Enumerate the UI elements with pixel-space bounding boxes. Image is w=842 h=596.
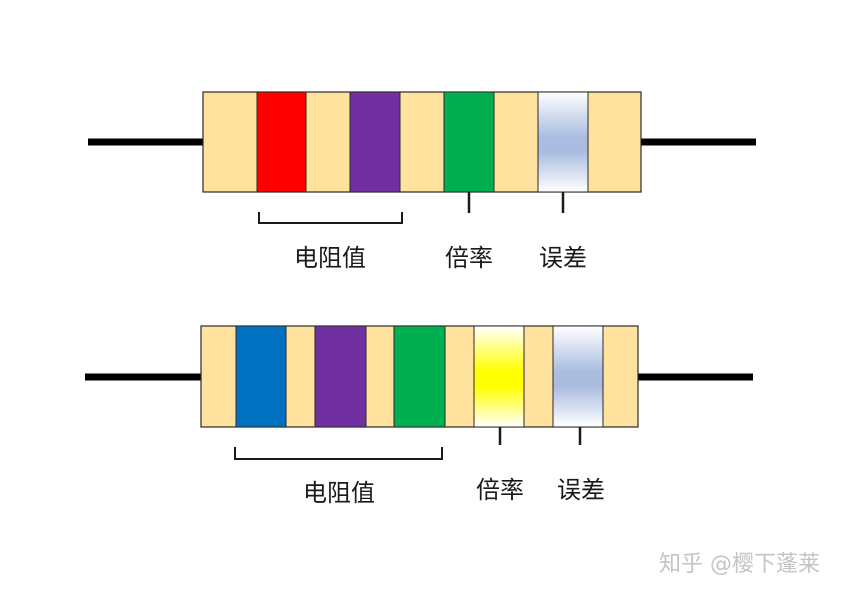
color-band [443,91,495,193]
resistor-4-band: 电阻值 倍率 误差 [88,91,756,272]
color-band [552,325,604,428]
value-bracket [234,447,443,460]
tolerance-label: 误差 [539,244,587,272]
resistor-5-band: 电阻值 倍率 误差 [85,325,753,507]
watermark: 知乎 @樱下蓬莱 [659,552,820,577]
color-band [537,91,589,193]
color-band [473,325,525,428]
value-label: 电阻值 [294,244,366,272]
color-band [314,325,367,428]
color-band [235,325,287,428]
color-band [256,91,307,193]
value-bracket [258,212,403,224]
value-label: 电阻值 [303,479,375,507]
color-band [349,91,401,193]
multiplier-label: 倍率 [445,244,493,272]
multiplier-label: 倍率 [476,476,524,504]
color-band [393,325,446,428]
tolerance-label: 误差 [557,476,605,504]
